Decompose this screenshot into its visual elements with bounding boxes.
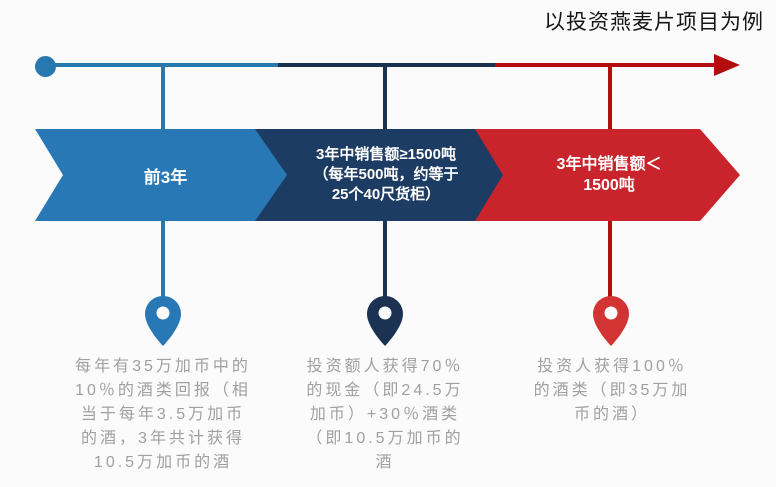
page-title: 以投资燕麦片项目为例: [544, 11, 764, 34]
stage1-note-text: 每年有35万加币中的 10％的酒类回报（相 当于每年3.5万加币 的酒，3年共计…: [75, 358, 251, 471]
stage3-chevron-banner: 3年中销售额＜ 1500吨: [470, 129, 740, 221]
stage2-chevron-banner: 3年中销售额≥1500吨 （每年500吨，约等于 25个40尺货柜）: [255, 129, 503, 221]
map-pin-icon-red: [593, 296, 629, 346]
timeline-arrowhead-icon: [714, 54, 740, 76]
map-pin-icon-navy: [367, 296, 403, 346]
stage2-label: 3年中销售额≥1500吨 （每年500吨，约等于 25个40尺货柜）: [313, 146, 459, 203]
stage1-label: 前3年: [143, 167, 188, 187]
timeline-segment-navy: [278, 63, 495, 67]
stage2-note-text: 投资额人获得70％ 的现金（即24.5万 加币）+30％酒类 （即10.5万加币…: [306, 358, 464, 471]
timeline-segment-red: [495, 63, 717, 67]
stage3-note-text: 投资人获得100％ 的酒类（即35万加 币的酒）: [533, 358, 691, 423]
timeline-segment-blue: [45, 63, 278, 67]
stage1-chevron-banner: 前3年: [35, 129, 287, 221]
map-pin-icon-blue: [145, 296, 181, 346]
stage3-label: 3年中销售额＜ 1500吨: [556, 156, 662, 194]
